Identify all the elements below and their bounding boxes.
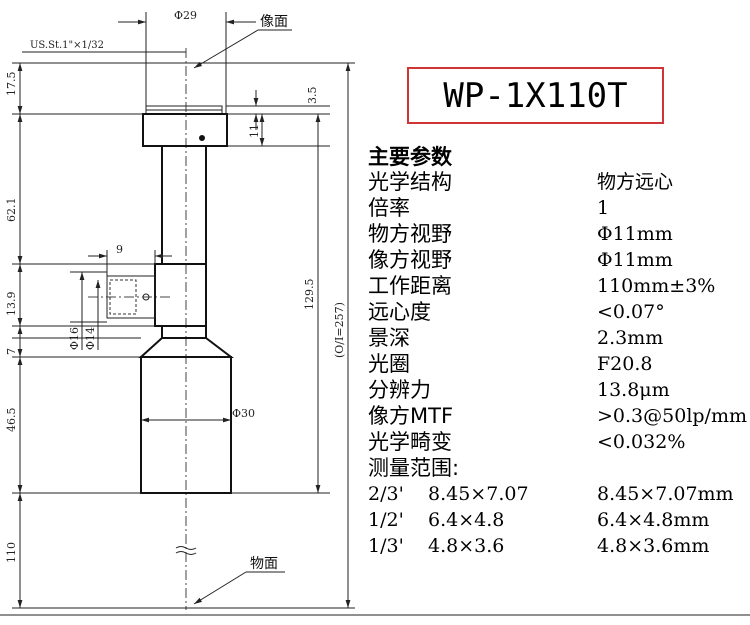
sensor-size: 6.4×4.8 [428, 509, 505, 531]
sensor-size: 8.45×7.07 [428, 483, 529, 505]
model-title-box: WP-1X110T [407, 67, 664, 124]
dim-oi-257: (O/I=257) [333, 302, 346, 358]
dim-17-5: 17.5 [5, 72, 18, 97]
dim-11: 11 [248, 124, 261, 138]
dim-phi16: Φ16 [68, 327, 81, 350]
spec-value: 1 [597, 197, 610, 219]
sensor-format: 1/2' [368, 509, 404, 531]
spec-row: 光圈 F20.8 [368, 351, 748, 377]
spec-value: <0.07° [597, 301, 665, 323]
spec-value: Φ11mm [597, 223, 673, 245]
spec-value: 13.8μm [597, 379, 670, 401]
spec-key: 工作距离 [368, 274, 452, 298]
right-dimensions: 3.5 11 129.5 (O/I=257) [186, 62, 355, 609]
spec-key: 分辨力 [368, 378, 431, 402]
spec-key: 倍率 [368, 196, 410, 220]
spec-key: 远心度 [368, 300, 431, 324]
dim-7: 7 [5, 348, 18, 355]
spec-row: 倍率 1 [368, 195, 748, 221]
spec-key: 光学畸变 [368, 430, 452, 454]
spec-row: 工作距离 110mm±3% [368, 273, 748, 299]
spec-value: Φ11mm [597, 249, 673, 271]
lens-body [106, 105, 234, 494]
sensor-format: 1/3' [368, 535, 404, 557]
spec-key: 光圈 [368, 352, 410, 376]
dim-phi14: Φ14 [84, 327, 97, 350]
object-plane: 物面 [175, 546, 285, 605]
left-dimensions: 17.5 62.1 13.9 7 46.5 110 [5, 62, 186, 609]
field-size: 4.8×3.6mm [597, 535, 710, 557]
spec-value: >0.3@50lp/mm [597, 405, 747, 427]
dim-129-5: 129.5 [303, 279, 316, 311]
sizes-heading: 测量范围: [368, 456, 460, 480]
dim-46-5: 46.5 [5, 408, 18, 433]
image-plane-label: 像面 [260, 14, 288, 30]
mount-thread-label: US.St.1"×1/32 [30, 40, 104, 51]
spec-value: 物方远心 [597, 171, 674, 193]
field-size: 8.45×7.07mm [597, 483, 734, 505]
spec-row: 光学畸变 <0.032% [368, 429, 748, 455]
spec-row: 景深 2.3mm [368, 325, 748, 351]
dim-13-9: 13.9 [5, 292, 18, 317]
dim-phi30: Φ30 [232, 407, 255, 420]
spec-key: 物方视野 [368, 222, 452, 246]
spec-row: 远心度 <0.07° [368, 299, 748, 325]
spec-value: F20.8 [597, 353, 653, 375]
spec-table: 主要参数 光学结构 物方远心 倍率 1 物方视野 Φ11mm 像方视野 Φ11mm 工作… [368, 145, 748, 559]
spec-row: 物方视野 Φ11mm [368, 221, 748, 247]
dim-62-1: 62.1 [5, 198, 18, 223]
object-plane-label: 物面 [250, 556, 278, 572]
dim-phi29: Φ29 [174, 9, 197, 22]
model-title: WP-1X110T [443, 75, 628, 116]
spec-key: 像方MTF [368, 404, 454, 428]
sizes-heading-row: 测量范围: [368, 455, 748, 481]
size-row: 1/2' 6.4×4.8 6.4×4.8mm [368, 507, 748, 533]
front-diameter: Φ30 [141, 407, 255, 423]
spec-value: 110mm±3% [597, 275, 716, 297]
spec-key: 景深 [368, 326, 410, 350]
dim-110: 110 [5, 542, 18, 563]
size-row: 1/3' 4.8×3.6 4.8×3.6mm [368, 533, 748, 559]
sensor-size: 4.8×3.6 [428, 535, 505, 557]
spec-row: 像方视野 Φ11mm [368, 247, 748, 273]
spec-value: 2.3mm [597, 327, 664, 349]
spec-key: 光学结构 [368, 170, 452, 194]
spec-row: 像方MTF >0.3@50lp/mm [368, 403, 748, 429]
field-size: 6.4×4.8mm [597, 509, 710, 531]
dim-3-5: 3.5 [306, 87, 319, 105]
spec-row: 分辨力 13.8μm [368, 377, 748, 403]
dim-9: 9 [116, 243, 123, 256]
size-row: 2/3' 8.45×7.07 8.45×7.07mm [368, 481, 748, 507]
spec-value: <0.032% [597, 431, 686, 453]
spec-key: 像方视野 [368, 248, 452, 272]
sensor-format: 2/3' [368, 483, 404, 505]
spec-row: 光学结构 物方远心 [368, 169, 748, 195]
spec-heading: 主要参数 [368, 145, 452, 169]
top-dimensions: Φ29 像面 US.St.1"×1/32 [22, 9, 300, 114]
port-dimensions: 9 Φ16 Φ14 [68, 243, 172, 350]
